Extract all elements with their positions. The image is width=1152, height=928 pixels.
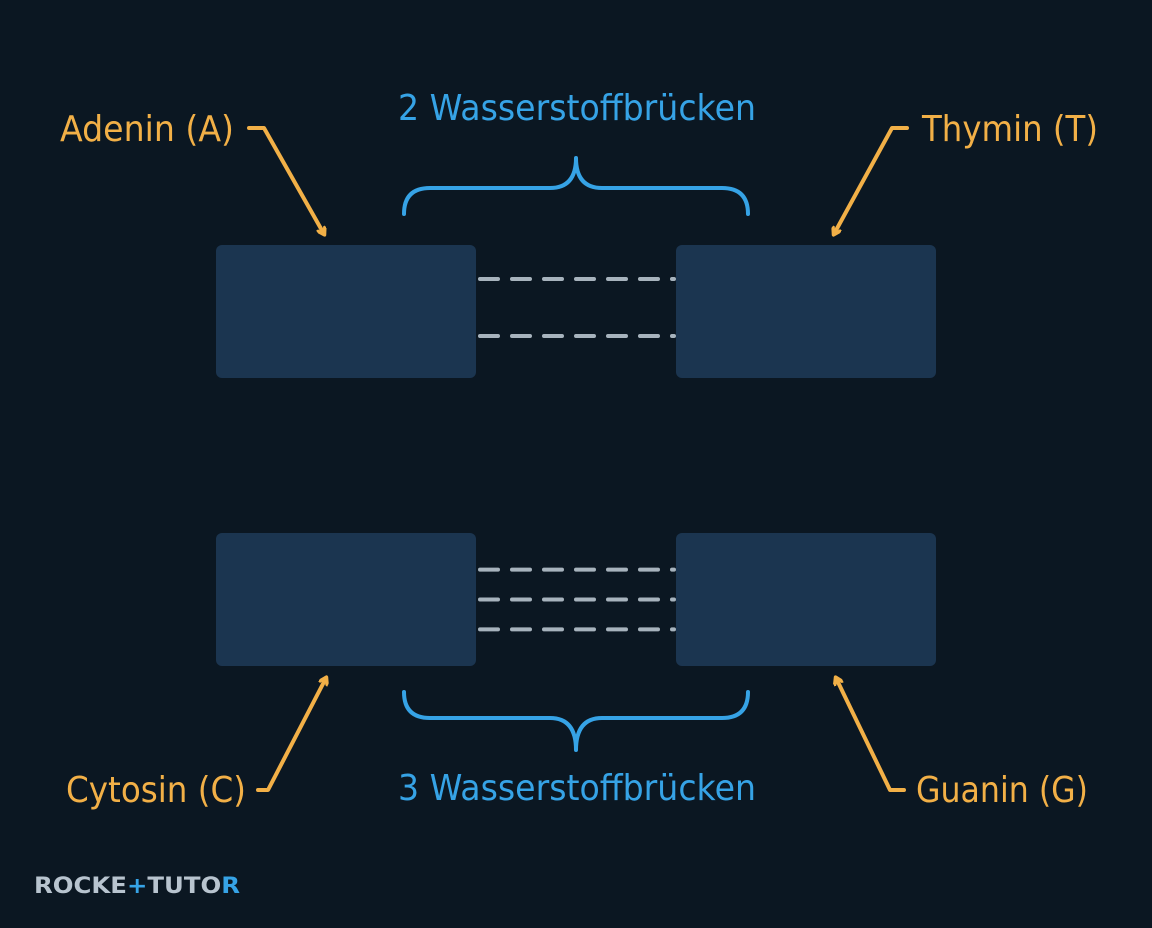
thymine-arrow: [834, 126, 909, 234]
logo-part-4: R: [221, 874, 240, 899]
adenine-box: [216, 245, 476, 378]
cytosine-arrow: [256, 678, 326, 792]
logo-part-2: +: [127, 874, 147, 899]
label-bonds-bottom: 3 Wasserstoffbrücken: [398, 768, 756, 809]
cytosine-box: [216, 533, 476, 666]
label-thymine: Thymin (T): [921, 109, 1098, 150]
guanine-arrow: [836, 678, 906, 792]
brace-bottom: [402, 690, 750, 752]
label-bonds-top: 2 Wasserstoffbrücken: [398, 88, 756, 129]
guanine-box: [676, 533, 936, 666]
logo-part-3: TUTO: [147, 874, 221, 899]
thymine-box: [676, 245, 936, 378]
brace-top: [402, 156, 750, 216]
label-adenine: Adenin (A): [60, 109, 234, 150]
logo-part-1: ROCKE: [34, 874, 127, 899]
label-guanine: Guanin (G): [916, 770, 1088, 811]
label-cytosine: Cytosin (C): [66, 770, 246, 811]
adenine-arrow: [247, 126, 324, 234]
hydrogen-bonds-bottom: [478, 567, 676, 632]
hydrogen-bonds-top: [478, 277, 676, 338]
